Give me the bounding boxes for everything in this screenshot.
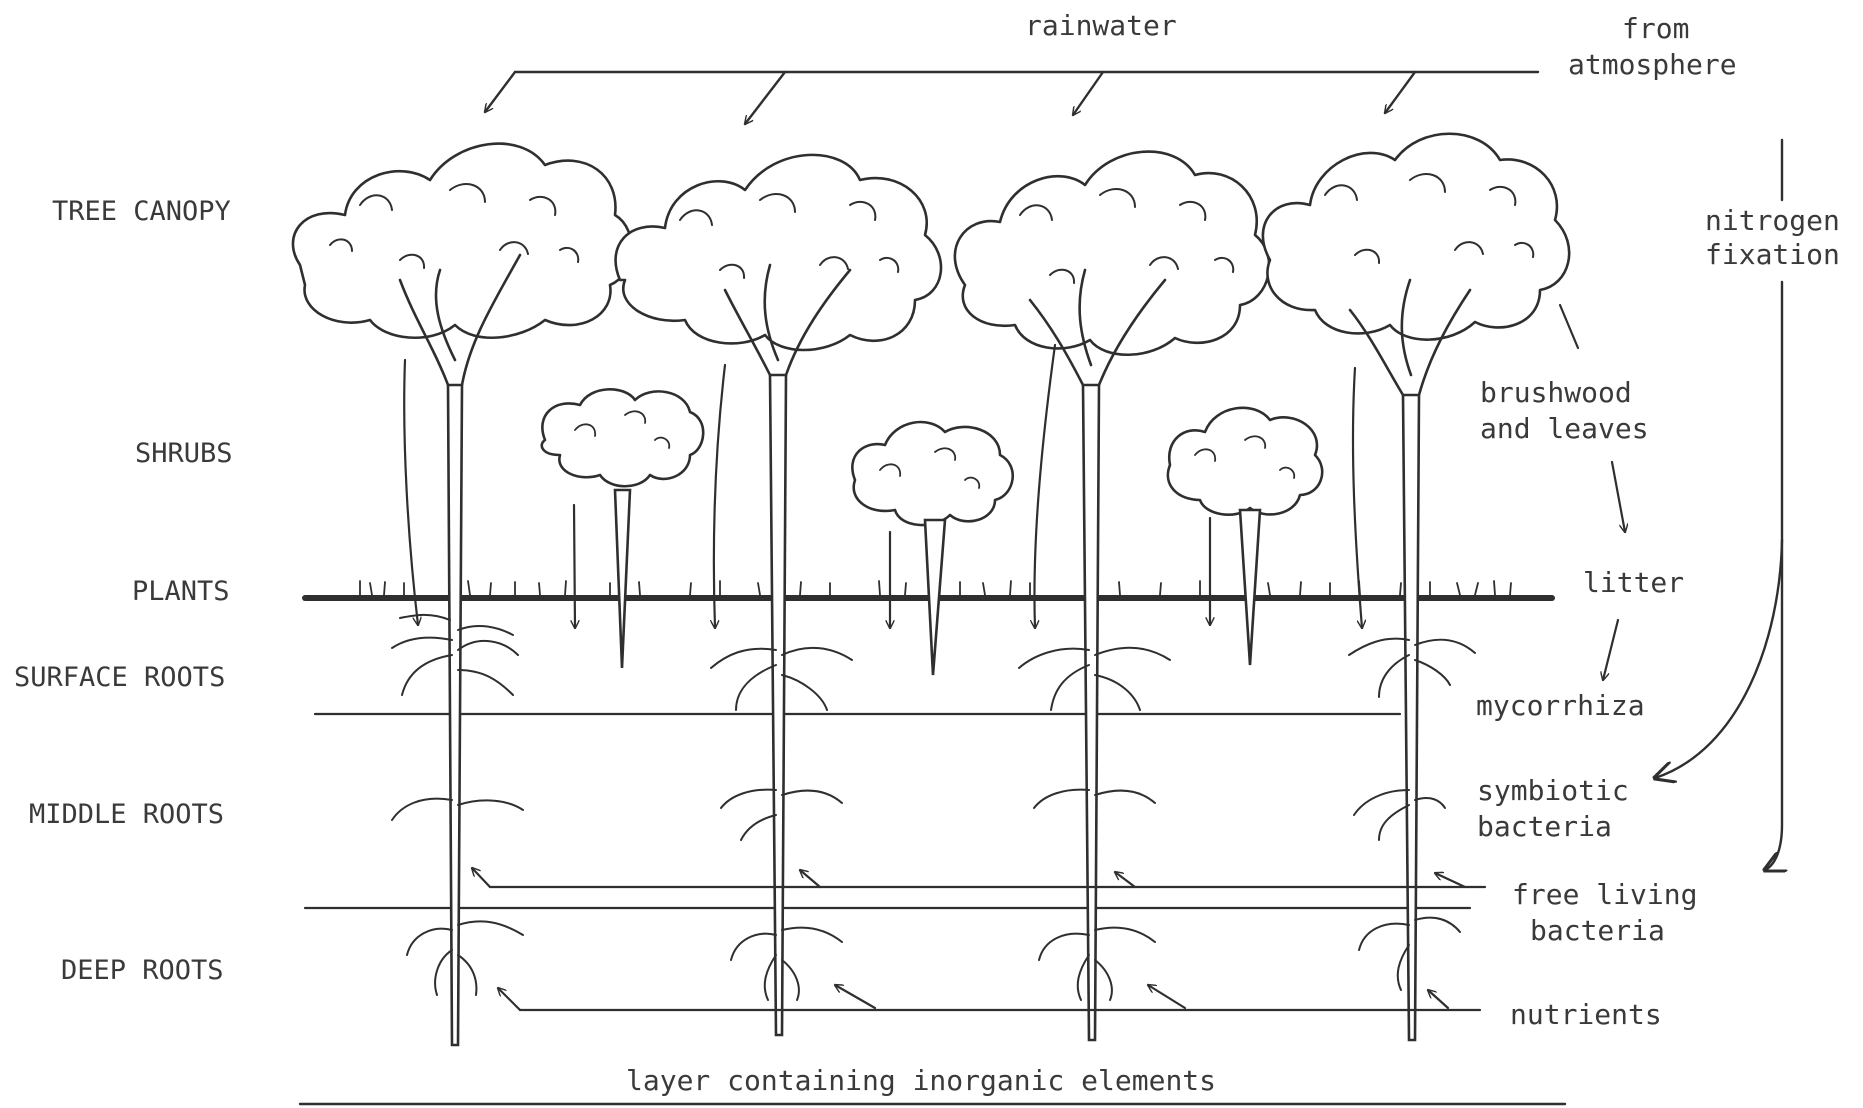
label-and-leaves: and leaves bbox=[1480, 412, 1649, 445]
tree-3-trunk bbox=[1083, 385, 1099, 1040]
tree-1-trunk bbox=[448, 385, 462, 1045]
label-bacteria-free-living: bacteria bbox=[1530, 914, 1665, 947]
rainwater-arrows bbox=[485, 72, 1538, 124]
label-nitrogen: nitrogen bbox=[1705, 204, 1840, 237]
free-living-bacteria-arrows bbox=[472, 868, 1485, 887]
nutrients-arrows bbox=[498, 985, 1480, 1010]
tree-4-canopy bbox=[1263, 134, 1569, 340]
label-symbiotic: symbiotic bbox=[1477, 774, 1629, 807]
decomposition-arrows bbox=[1560, 305, 1625, 680]
litter-to-mycorrhiza-arrow bbox=[1603, 620, 1618, 680]
shrub-1 bbox=[542, 389, 703, 668]
shrub-1-stem bbox=[615, 490, 630, 668]
shrub-3-foliage bbox=[1168, 408, 1322, 515]
shrub-2-foliage bbox=[852, 422, 1012, 525]
layer-label-shrubs: SHRUBS bbox=[135, 438, 233, 469]
tree-1 bbox=[293, 144, 631, 1045]
shrub-3-stem bbox=[1240, 510, 1260, 665]
tree-2-canopy bbox=[616, 155, 941, 350]
rain-arrow-4 bbox=[1385, 72, 1415, 113]
label-from: from bbox=[1622, 12, 1689, 45]
label-nutrients: nutrients bbox=[1510, 998, 1662, 1031]
label-atmosphere: atmosphere bbox=[1568, 48, 1737, 81]
shrub-3 bbox=[1168, 408, 1322, 665]
tree-3-canopy bbox=[955, 152, 1269, 355]
label-brushwood: brushwood bbox=[1480, 376, 1632, 409]
tree-4-trunk bbox=[1403, 395, 1419, 1040]
layer-label-tree-canopy: TREE CANOPY bbox=[52, 196, 231, 227]
leaves-to-litter-arrow bbox=[1612, 462, 1625, 532]
label-bacteria-symbiotic: bacteria bbox=[1477, 810, 1612, 843]
brushwood-to-leaves-tick bbox=[1560, 305, 1578, 348]
shrub-1-foliage bbox=[542, 389, 703, 486]
label-inorganic-layer: layer containing inorganic elements bbox=[626, 1064, 1216, 1097]
label-litter: litter bbox=[1583, 566, 1684, 599]
layer-label-deep-roots: DEEP ROOTS bbox=[61, 955, 224, 986]
label-fixation: fixation bbox=[1705, 238, 1840, 271]
rain-arrow-3 bbox=[1073, 72, 1103, 115]
label-rainwater: rainwater bbox=[1025, 9, 1177, 42]
label-mycorrhiza: mycorrhiza bbox=[1476, 689, 1645, 722]
nitrogen-to-free-living-arrow bbox=[1765, 540, 1782, 870]
layer-label-middle-roots: MIDDLE ROOTS bbox=[29, 799, 224, 830]
rain-arrow-2 bbox=[745, 72, 785, 124]
label-free-living: free living bbox=[1512, 878, 1697, 911]
tree-2 bbox=[616, 155, 941, 1035]
layer-label-surface-roots: SURFACE ROOTS bbox=[14, 662, 225, 693]
shrub-2 bbox=[852, 422, 1012, 675]
rain-arrow-1 bbox=[485, 72, 515, 112]
tree-2-trunk bbox=[770, 375, 786, 1035]
layer-label-plants: PLANTS bbox=[132, 576, 230, 607]
